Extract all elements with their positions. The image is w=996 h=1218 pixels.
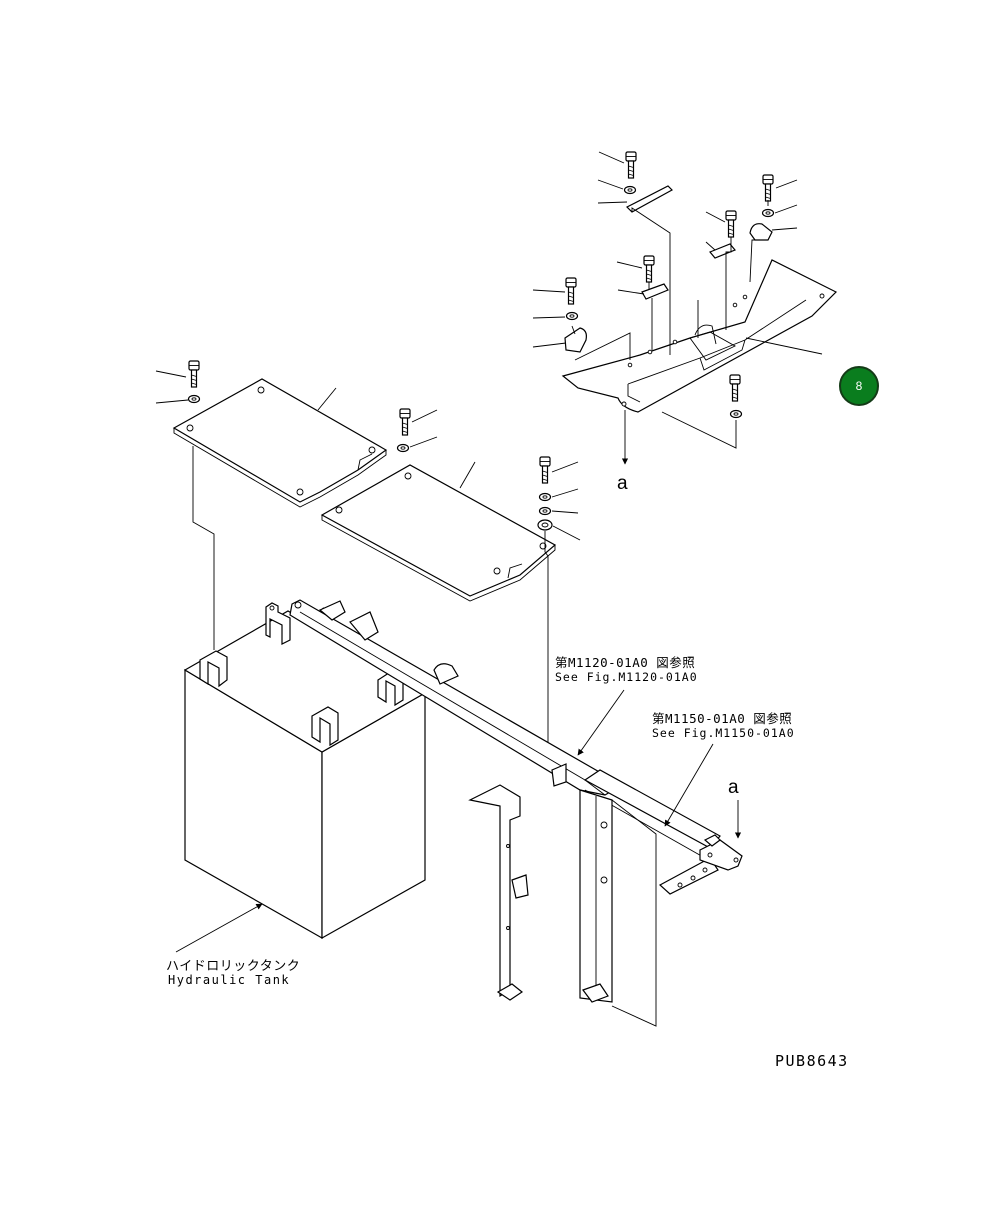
- page-badge[interactable]: 8: [839, 366, 879, 406]
- fig-ref-1-en: See Fig.M1120-01A0: [555, 670, 698, 684]
- support-plate: [561, 259, 838, 413]
- fig-ref-2-en: See Fig.M1150-01A0: [652, 726, 795, 740]
- ref-label-a-top: a: [617, 473, 628, 494]
- bolt-stack: [537, 456, 581, 541]
- drawing-number: PUB8643: [775, 1052, 849, 1070]
- ref-label-a-right: a: [728, 777, 739, 798]
- frame-assembly: [289, 599, 743, 1027]
- small-bracket-2: [709, 243, 736, 259]
- tank-label-en: Hydraulic Tank: [168, 973, 291, 987]
- fig-ref-1-jp: 第M1120-01A0 図参照: [555, 655, 696, 670]
- page-badge-number: 8: [855, 379, 863, 393]
- small-bracket-4: [749, 223, 773, 241]
- cover-plate-left: [155, 360, 388, 508]
- cover-plate-right: [320, 408, 557, 602]
- tank-label-jp: ハイドロリックタンク: [166, 959, 301, 974]
- top-bracket-assembly: [532, 151, 838, 449]
- fig-ref-2-jp: 第M1150-01A0 図参照: [652, 711, 793, 726]
- small-bracket-3: [641, 283, 669, 300]
- small-bracket-5: [564, 327, 587, 353]
- small-bracket-1: [625, 185, 673, 213]
